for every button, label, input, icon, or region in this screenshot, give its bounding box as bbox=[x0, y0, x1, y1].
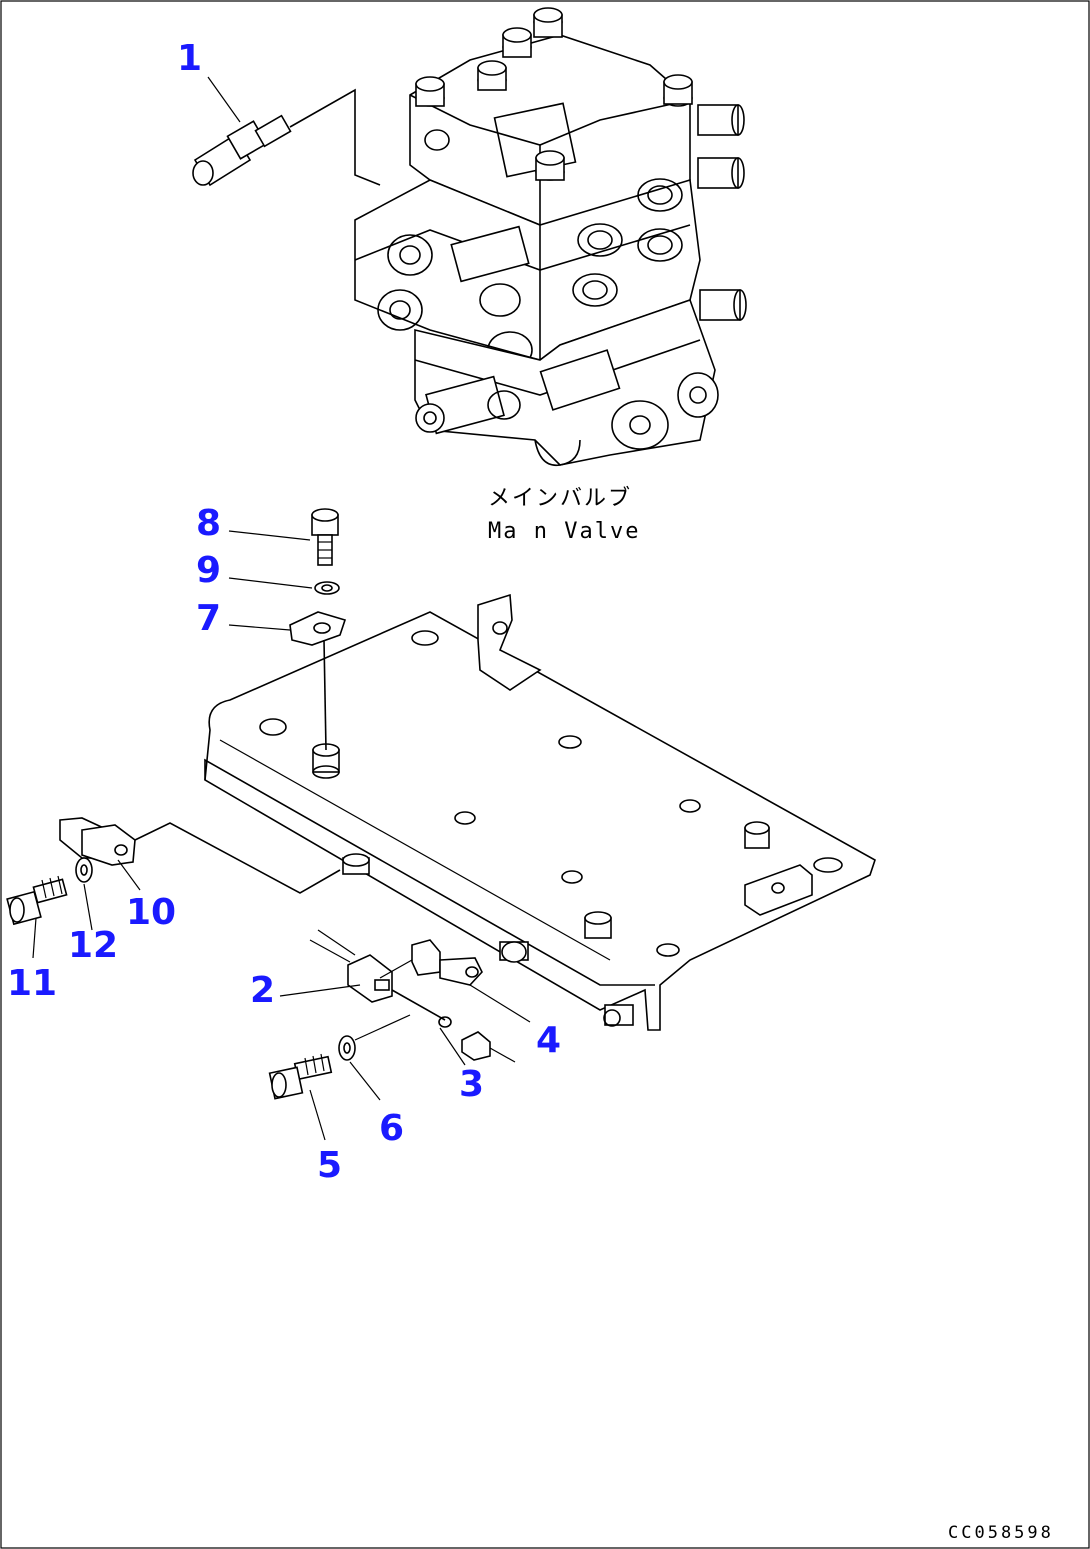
main-valve bbox=[289, 7, 747, 467]
callout-9: 9 bbox=[196, 550, 221, 591]
callout-4: 4 bbox=[536, 1020, 561, 1061]
reference-code: CC058598 bbox=[948, 1523, 1054, 1543]
callout-leader-1 bbox=[207, 76, 241, 123]
part-7-clamp bbox=[228, 611, 347, 751]
callout-5: 5 bbox=[317, 1145, 342, 1186]
part-10-clip bbox=[59, 817, 341, 894]
callout-10: 10 bbox=[126, 892, 176, 933]
callout-1: 1 bbox=[177, 38, 202, 79]
part-12-washer bbox=[75, 857, 93, 931]
main-valve-label-jp: メインバルブ bbox=[488, 486, 632, 511]
part-5-bolt bbox=[268, 1053, 333, 1141]
part-8-bolt bbox=[228, 508, 339, 566]
part-2-connector bbox=[279, 929, 446, 1021]
part-11-bolt bbox=[6, 875, 68, 959]
mounting-plate bbox=[204, 593, 876, 1031]
part-6-washer bbox=[338, 1014, 411, 1101]
callout-8: 8 bbox=[196, 503, 221, 544]
callout-3: 3 bbox=[459, 1064, 484, 1105]
part-4-bracket bbox=[379, 939, 531, 1023]
callout-2: 2 bbox=[250, 970, 275, 1011]
part-1-sensor bbox=[192, 76, 292, 187]
callout-12: 12 bbox=[68, 925, 118, 966]
callout-7: 7 bbox=[196, 598, 221, 639]
part-3-tie bbox=[438, 1016, 516, 1066]
part-9-washer bbox=[228, 577, 340, 595]
callout-11: 11 bbox=[7, 963, 57, 1004]
main-valve-label-en: Ma n Valve bbox=[488, 519, 640, 544]
callout-6: 6 bbox=[379, 1108, 404, 1149]
